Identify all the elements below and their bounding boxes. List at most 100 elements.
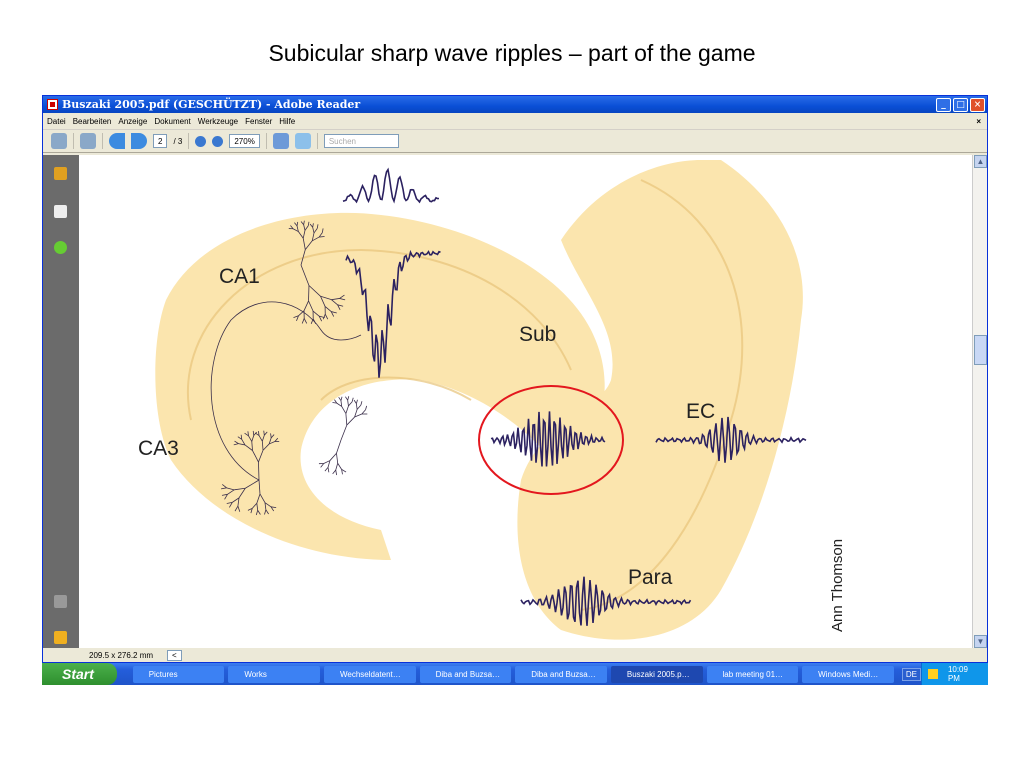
scroll-left-button[interactable]: < [167, 649, 182, 661]
para-ripple [520, 576, 692, 626]
dg-neuron-dendrite [340, 396, 343, 401]
task-diba-2[interactable]: Diba and Buzsa… [515, 665, 607, 683]
menu-bearbeiten[interactable]: Bearbeiten [72, 116, 112, 126]
ca3-neuron-dendrite [232, 497, 240, 503]
ca1-neuron-dendrite [312, 227, 315, 234]
page-number-input[interactable]: 2 [153, 134, 168, 148]
dg-neuron-dendrite [335, 469, 338, 476]
document-view: CA1 CA3 Sub EC Para Ann Thomson [79, 155, 972, 648]
fit-width-icon[interactable] [272, 133, 289, 149]
ca1-neuron-dendrite [300, 264, 310, 286]
ca1-neuron-dendrite [330, 311, 335, 317]
maximize-button[interactable]: □ [953, 97, 968, 112]
ca3-neuron-dendrite [257, 510, 261, 515]
ca1-neuron-dendrite [301, 318, 305, 324]
ca3-neuron-dendrite [238, 443, 246, 446]
menu-fenster[interactable]: Fenster [245, 116, 273, 126]
ca3-neuron-dendrite [270, 506, 275, 512]
dg-neuron-dendrite [346, 416, 355, 426]
adobe-reader-window: Buszaki 2005.pdf (GESCHÜTZT) - Adobe Rea… [42, 95, 988, 663]
previous-page-icon[interactable] [109, 133, 125, 149]
credit-text: Ann Thomson [829, 539, 846, 632]
email-icon[interactable] [80, 133, 96, 149]
language-indicator[interactable]: DE [901, 667, 921, 681]
task-wechseldatentraeger[interactable]: Wechseldatent… [323, 665, 416, 683]
ca1-neuron-dendrite [318, 315, 323, 322]
ca1-neuron-dendrite [312, 236, 320, 242]
tray-icon[interactable] [928, 669, 938, 679]
menu-werkzeuge[interactable]: Werkzeuge [197, 116, 239, 126]
ca3-neuron-dendrite [252, 430, 255, 436]
dg-neuron-dendrite [347, 396, 350, 401]
next-page-icon[interactable] [131, 133, 147, 149]
help-icon[interactable] [54, 241, 67, 254]
label-ec: EC [686, 400, 715, 423]
start-button[interactable]: Start [42, 663, 117, 685]
ca1-neuron-dendrite [312, 223, 314, 228]
task-lab-meeting[interactable]: lab meeting 01… [706, 665, 799, 683]
dg-neuron-dendrite [332, 402, 337, 404]
zoom-in-icon[interactable] [212, 135, 224, 147]
ca1-neuron-dendrite [303, 224, 306, 231]
ca1-neuron-dendrite [320, 295, 332, 301]
ca1-neuron-dendrite [296, 225, 299, 232]
ca1-neuron-dendrite [293, 315, 299, 318]
toolbar: 2 / 3 270% Suchen [43, 129, 987, 153]
task-diba-1[interactable]: Diba and Buzsa… [419, 665, 512, 683]
ca3-neuron-dendrite [261, 435, 265, 442]
comments-icon[interactable] [54, 631, 67, 644]
zoom-select[interactable]: 270% [229, 134, 260, 148]
scroll-thumb[interactable] [974, 335, 987, 365]
dg-neuron-dendrite [345, 405, 349, 414]
ca3-neuron-dendrite [264, 509, 267, 515]
task-works[interactable]: Works [228, 665, 320, 683]
menu-hilfe[interactable]: Hilfe [279, 116, 296, 126]
dg-neuron-dendrite [356, 399, 358, 404]
lock-icon[interactable] [54, 167, 67, 180]
ca3-neuron-dendrite [261, 441, 264, 451]
title-bar[interactable]: Buszaki 2005.pdf (GESCHÜTZT) - Adobe Rea… [43, 96, 987, 113]
ca1-neuron-dendrite [303, 300, 309, 311]
menu-dokument[interactable]: Dokument [154, 116, 191, 126]
dg-neuron-dendrite [341, 469, 343, 475]
zoom-out-icon[interactable] [195, 135, 207, 147]
ca1-neuron-dendrite [303, 318, 308, 324]
task-windows-media[interactable]: Windows Medi… [802, 665, 894, 683]
fit-page-icon[interactable] [294, 133, 311, 149]
ca1-neuron-dendrite [302, 238, 306, 250]
ca1-neuron-dendrite [339, 294, 345, 299]
slide-title: Subicular sharp wave ripples – part of t… [268, 40, 756, 66]
scroll-up-button[interactable]: ▲ [974, 155, 987, 168]
ca3-neuron-dendrite [258, 435, 263, 442]
ca1-neuron-dendrite [324, 306, 332, 312]
print-icon[interactable] [51, 133, 67, 149]
menu-datei[interactable]: Datei [47, 116, 66, 126]
search-input[interactable]: Suchen [323, 134, 399, 148]
dg-neuron-dendrite [336, 453, 339, 464]
close-document-button[interactable]: × [976, 116, 981, 126]
ca1-neuron-dendrite [331, 299, 338, 306]
attachment-icon[interactable] [54, 595, 67, 608]
ca3-neuron-dendrite [245, 479, 260, 489]
menu-anzeige[interactable]: Anzeige [118, 116, 148, 126]
ca3-neuron-dendrite [264, 502, 267, 510]
close-button[interactable]: × [970, 97, 985, 112]
pages-icon[interactable] [54, 205, 67, 218]
task-buszaki[interactable]: Buszaki 2005.p… [610, 665, 703, 683]
dg-neuron-dendrite [361, 409, 366, 415]
scroll-down-button[interactable]: ▼ [974, 635, 987, 648]
ca3-neuron-dendrite [238, 488, 246, 499]
ca1-neuron-dendrite [304, 240, 313, 250]
ca1-neuron-dendrite [308, 300, 314, 312]
highlight-circle [478, 385, 624, 495]
vertical-scrollbar[interactable]: ▲ ▼ [972, 155, 987, 648]
ca1-neuron-dendrite [300, 249, 306, 266]
page-size: 209.5 x 276.2 mm [89, 650, 154, 660]
schaffer-collateral-axon [210, 301, 362, 481]
minimize-button[interactable]: _ [936, 97, 951, 112]
task-pictures[interactable]: Pictures [132, 665, 225, 683]
ca3-neuron-dendrite [270, 434, 275, 439]
ca3-neuron-dendrite [263, 430, 265, 436]
ca1-neuron-dendrite [319, 315, 325, 318]
dg-neuron-dendrite [351, 397, 354, 402]
